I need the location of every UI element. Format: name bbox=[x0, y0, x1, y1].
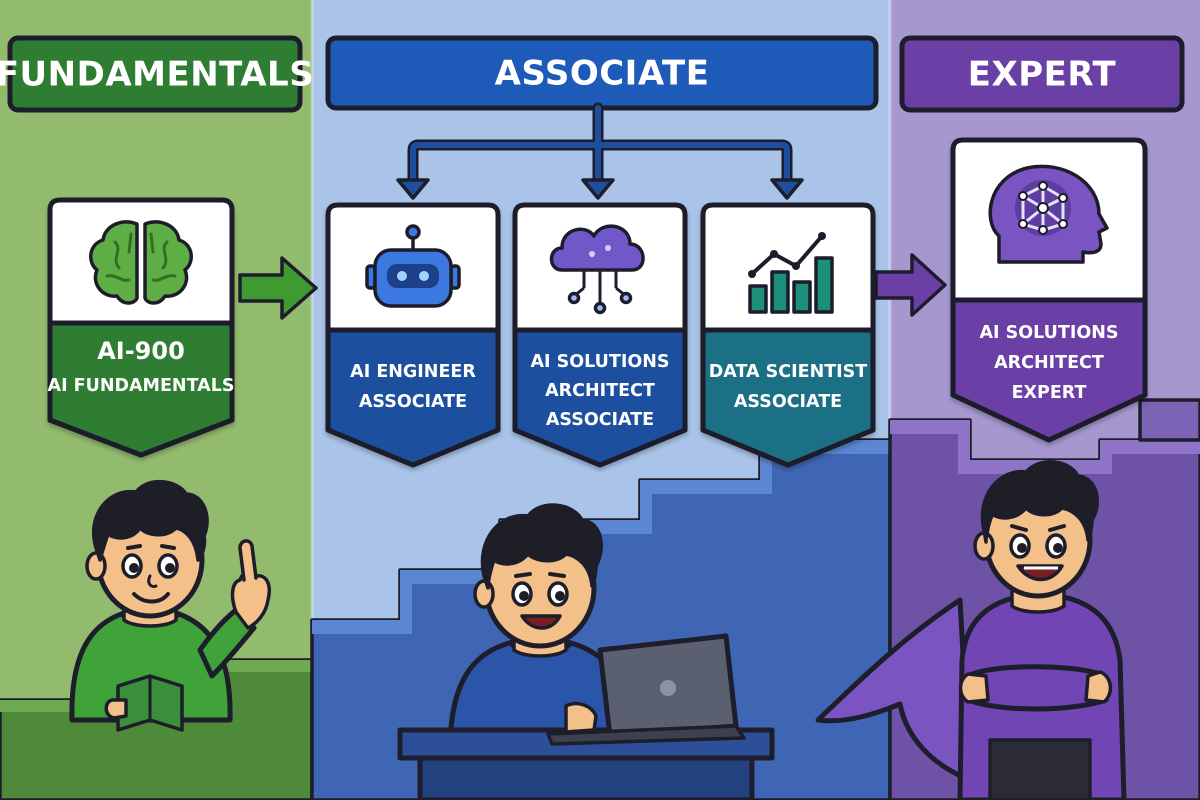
robot-icon bbox=[365, 224, 461, 308]
expert-header-label: EXPERT bbox=[968, 55, 1117, 95]
badge-ai-engineer-associate: AI ENGINEER ASSOCIATE bbox=[325, 202, 501, 468]
associate-branch-arrows bbox=[396, 102, 804, 200]
fundamentals-header: FUNDAMENTALS bbox=[0, 35, 314, 113]
badge-data-scientist-line2: ASSOCIATE bbox=[734, 392, 842, 412]
level-headers: FUNDAMENTALS ASSOCIATE EXPERT bbox=[0, 35, 1185, 113]
badge-expert-line3: EXPERT bbox=[1012, 383, 1087, 403]
badge-ai-900-subtitle: AI FUNDAMENTALS bbox=[48, 376, 235, 396]
associate-header-label: ASSOCIATE bbox=[495, 54, 710, 94]
badge-ai-solutions-architect-expert: AI SOLUTIONS ARCHITECT EXPERT bbox=[950, 137, 1148, 443]
expert-character bbox=[815, 460, 1127, 800]
bar-chart-icon bbox=[748, 232, 834, 314]
badge-data-scientist-line1: DATA SCIENTIST bbox=[709, 362, 868, 382]
certification-badges: AI-900 AI FUNDAMENTALS AI ENGINEER ASSOC… bbox=[47, 137, 1148, 468]
brain-icon bbox=[89, 220, 193, 305]
arrow-fundamentals-to-associate bbox=[238, 256, 318, 320]
head-network-icon bbox=[988, 164, 1109, 264]
badge-ai-solutions-architect-line3: ASSOCIATE bbox=[546, 410, 654, 430]
developer-character bbox=[397, 503, 775, 800]
cloud-network-icon bbox=[549, 224, 645, 315]
badge-ai-solutions-architect-line2: ARCHITECT bbox=[545, 381, 655, 401]
badge-expert-line1: AI SOLUTIONS bbox=[980, 323, 1119, 343]
badge-expert-line2: ARCHITECT bbox=[994, 353, 1104, 373]
badge-ai-900: AI-900 AI FUNDAMENTALS bbox=[47, 197, 235, 458]
badge-ai-engineer-line1: AI ENGINEER bbox=[350, 362, 476, 382]
associate-header: ASSOCIATE bbox=[325, 35, 879, 111]
badge-ai-engineer-line2: ASSOCIATE bbox=[359, 392, 467, 412]
badge-ai-solutions-architect-line1: AI SOLUTIONS bbox=[531, 352, 670, 372]
progression-arrows bbox=[238, 253, 947, 320]
badge-ai-900-title: AI-900 bbox=[97, 337, 185, 365]
badge-ai-solutions-architect-associate: AI SOLUTIONS ARCHITECT ASSOCIATE bbox=[512, 202, 688, 468]
arrow-associate-to-expert bbox=[874, 253, 947, 317]
badge-data-scientist-associate: DATA SCIENTIST ASSOCIATE bbox=[700, 202, 876, 468]
expert-header: EXPERT bbox=[899, 35, 1185, 113]
characters bbox=[69, 460, 1127, 800]
student-character bbox=[69, 479, 271, 732]
fundamentals-header-label: FUNDAMENTALS bbox=[0, 55, 314, 95]
